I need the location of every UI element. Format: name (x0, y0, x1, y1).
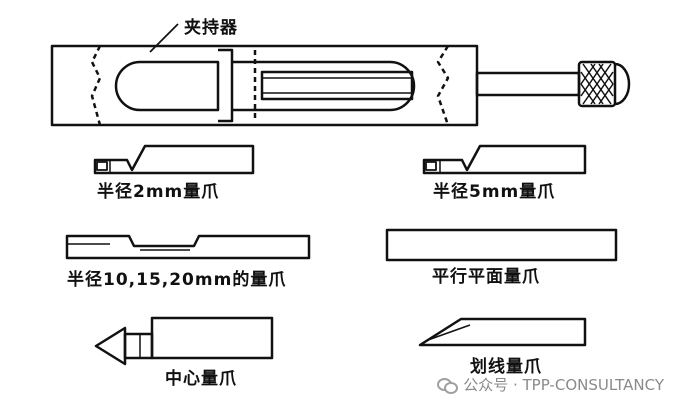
holder-inner-bar (260, 70, 414, 101)
jaw-center (94, 316, 274, 366)
holder-assembly (50, 23, 631, 127)
holder-knob-cap (614, 62, 631, 106)
holder-slot-right (232, 60, 416, 112)
holder-leader-line (149, 23, 179, 53)
holder-slot-left (114, 60, 220, 112)
holder-knob (577, 60, 617, 108)
jaw-radius-5mm (422, 144, 587, 175)
watermark-text: 公众号 · TPP-CONSULTANCY (463, 376, 664, 394)
holder-screw-rod (475, 71, 581, 97)
wechat-icon (437, 377, 459, 394)
holder-left-dashed (90, 45, 102, 126)
label-radius-2mm: 半径2mm量爪 (97, 182, 220, 202)
watermark: 公众号 · TPP-CONSULTANCY (437, 374, 664, 395)
label-center: 中心量爪 (165, 369, 237, 389)
holder-right-dashed (436, 45, 450, 126)
label-radius-5mm: 半径5mm量爪 (433, 182, 556, 202)
jaw-scribing (418, 317, 587, 347)
jaw-radius-10-15-20mm (65, 234, 311, 260)
label-scribing: 划线量爪 (470, 357, 542, 377)
holder-knurl-pattern (580, 63, 614, 105)
label-parallel-flat: 平行平面量爪 (432, 267, 540, 287)
jaw-parallel-flat (385, 228, 618, 262)
holder-partition (218, 48, 234, 123)
label-holder: 夹持器 (184, 18, 238, 38)
label-radius-10-15-20mm: 半径10,15,20mm的量爪 (67, 270, 287, 290)
jaw-radius-2mm (93, 144, 255, 175)
